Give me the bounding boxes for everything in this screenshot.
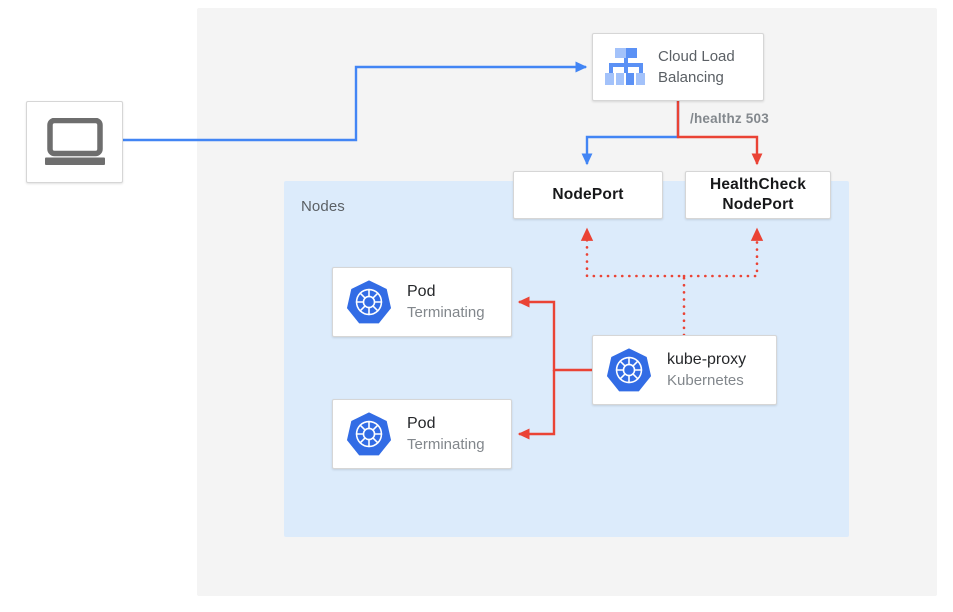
pod-status: Terminating <box>407 304 485 321</box>
cloud-load-balancing-card[interactable]: Cloud Load Balancing <box>592 33 764 101</box>
cloud-load-balancing-icon <box>605 48 645 85</box>
pod-card[interactable]: Pod Terminating <box>332 267 512 337</box>
kubernetes-icon <box>346 280 392 324</box>
healthcheck-nodeport-label-line2: NodePort <box>722 196 794 213</box>
nodes-group-label: Nodes <box>301 198 345 215</box>
kube-proxy-title: kube-proxy <box>667 351 747 368</box>
kube-proxy-card[interactable]: kube-proxy Kubernetes <box>592 335 777 405</box>
laptop-icon <box>44 118 105 165</box>
nodeport-label-line1: NodePort <box>552 186 624 203</box>
healthcheck-nodeport-label: HealthCheck NodePort <box>710 175 806 215</box>
cloud-load-balancing-label: Cloud Load Balancing <box>658 46 735 88</box>
pod-labels: Pod Terminating <box>407 281 485 323</box>
healthcheck-nodeport-label-line1: HealthCheck <box>709 176 807 193</box>
nodeport-label: NodePort <box>552 185 623 205</box>
clb-title-line2: Balancing <box>658 69 724 86</box>
kubernetes-icon <box>346 412 392 456</box>
pod-card[interactable]: Pod Terminating <box>332 399 512 469</box>
healthz-status-label: /healthz 503 <box>690 111 769 126</box>
clb-title-line1: Cloud Load <box>658 48 735 65</box>
kube-proxy-subtitle: Kubernetes <box>667 372 744 389</box>
pod-labels: Pod Terminating <box>407 413 485 455</box>
client-laptop-card[interactable] <box>26 101 123 183</box>
pod-status: Terminating <box>407 436 485 453</box>
kubernetes-icon <box>606 348 652 392</box>
nodeport-box[interactable]: NodePort <box>513 171 663 219</box>
kube-proxy-labels: kube-proxy Kubernetes <box>667 349 746 391</box>
pod-title: Pod <box>407 283 436 300</box>
healthcheck-nodeport-box[interactable]: HealthCheck NodePort <box>685 171 831 219</box>
pod-title: Pod <box>407 415 436 432</box>
